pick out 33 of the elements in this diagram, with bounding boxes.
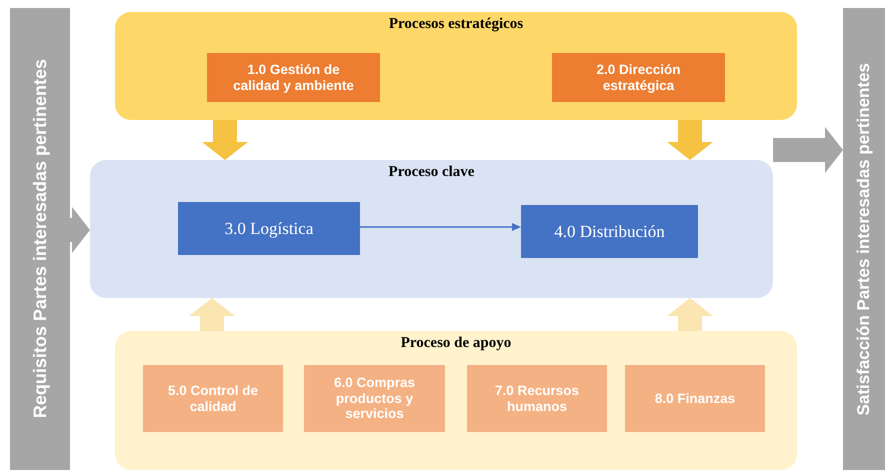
- process-label: 7.0 Recursos humanos: [494, 382, 580, 414]
- block-arrow: [773, 127, 843, 173]
- process-label: 3.0 Logística: [224, 218, 314, 238]
- block-arrow: [202, 120, 248, 160]
- group-panel: [115, 12, 797, 120]
- band-label: Satisfacción Partes interesadas pertinentes: [854, 62, 874, 416]
- process-box: [304, 365, 445, 432]
- process-box: [178, 202, 360, 255]
- process-label: 5.0 Control de calidad: [166, 382, 259, 414]
- block-arrow: [70, 207, 90, 253]
- process-label: 2.0 Dirección estratégica: [595, 62, 682, 94]
- group-title: Procesos estratégicos: [388, 16, 524, 33]
- process-label: 4.0 Distribución: [554, 222, 665, 242]
- band-label: Requisitos Partes interesadas pertinentes: [30, 59, 50, 419]
- process-label: 6.0 Compras productos y servicios: [332, 375, 416, 422]
- process-box: [207, 53, 380, 102]
- side-band: [843, 8, 885, 470]
- process-box: [143, 365, 283, 432]
- process-box: [521, 205, 698, 258]
- arrow: [360, 223, 521, 231]
- group-title: Proceso clave: [388, 164, 476, 181]
- block-arrow: [189, 298, 235, 331]
- side-band: [10, 8, 70, 470]
- process-box: [467, 365, 607, 432]
- process-label: 1.0 Gestión de calidad y ambiente: [232, 62, 355, 94]
- process-box: [552, 53, 725, 102]
- process-label: 8.0 Finanzas: [654, 390, 736, 406]
- group-title: Proceso de apoyo: [400, 335, 512, 352]
- block-arrow: [667, 120, 713, 160]
- group-panel: [115, 331, 797, 470]
- process-box: [625, 365, 765, 432]
- block-arrow: [667, 298, 713, 331]
- group-panel: [90, 160, 773, 298]
